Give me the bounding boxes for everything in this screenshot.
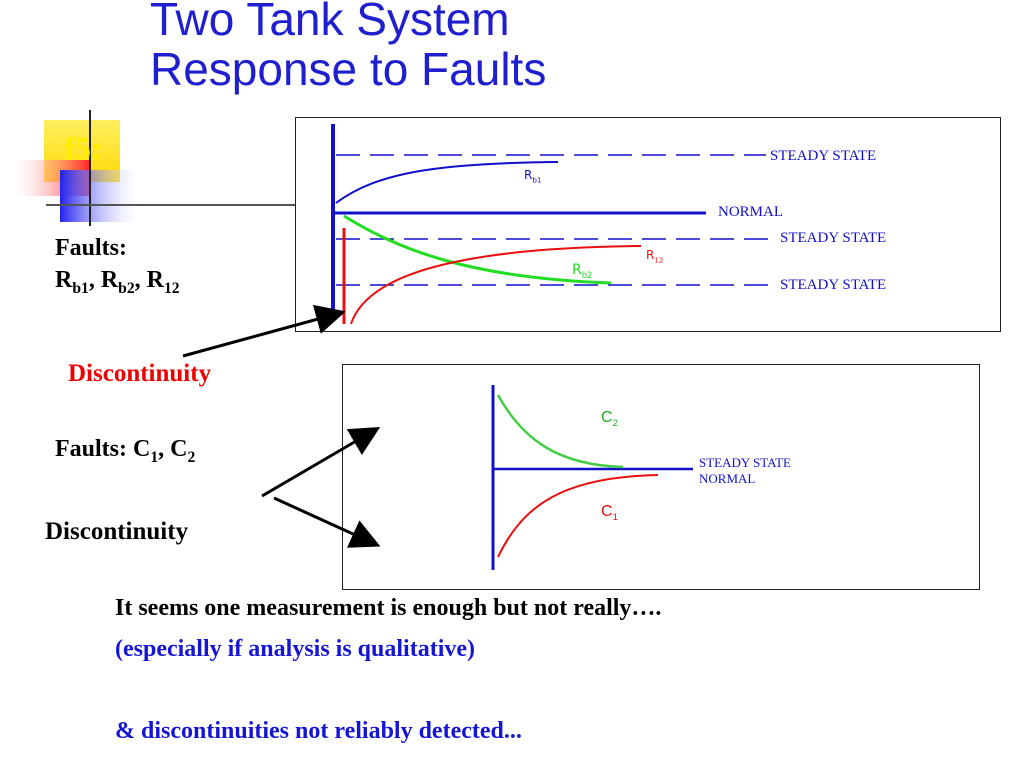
discontinuity-label-2: Discontinuity — [45, 518, 189, 545]
bottom-diagram-panel: C2 C1 STEADY STATE NORMAL — [342, 364, 980, 590]
curve-c2 — [496, 394, 624, 469]
deco-blue-square — [60, 170, 138, 222]
discontinuity-label-1: Discontinuity — [68, 360, 212, 387]
bottom-steady-state-label: STEADY STATE — [699, 455, 792, 470]
title-line-2: Response to Faults — [150, 43, 547, 95]
normal-label: NORMAL — [718, 204, 784, 220]
faults-heading: Faults: — [55, 235, 127, 261]
slide-title: Two Tank System Response to Faults — [150, 0, 546, 94]
curve-rb2 — [343, 214, 612, 285]
curve-r12 — [350, 245, 642, 325]
r12-label: R12 — [646, 248, 664, 265]
footer-line-1: It seems one measurement is enough but n… — [115, 595, 662, 621]
rb1-label: Rb1 — [524, 168, 542, 185]
faults-group-1: Faults: Rb1, Rb2, R12 — [55, 232, 180, 305]
curve-rb1 — [335, 161, 559, 204]
title-line-1: Two Tank System — [150, 0, 510, 45]
footer-line-2: (especially if analysis is qualitative) — [115, 636, 475, 662]
steady-state-label-mid: STEADY STATE — [780, 230, 887, 246]
c2-label: C2 — [601, 409, 618, 430]
rb2-label: Rb2 — [572, 262, 593, 280]
bottom-normal-label: NORMAL — [699, 471, 756, 486]
steady-state-label-low: STEADY STATE — [780, 277, 887, 293]
steady-state-label-top: STEADY STATE — [770, 148, 877, 164]
footer-line-3: & discontinuities not reliably detected.… — [115, 718, 522, 744]
slide-number: f5: — [64, 130, 102, 166]
c1-label: C1 — [601, 503, 618, 524]
bottom-response-plot — [491, 385, 693, 570]
faults-group-2: Faults: C1, C2 — [55, 436, 196, 466]
top-response-plot — [331, 124, 771, 325]
faults-list-r: Rb1, Rb2, R12 — [55, 267, 180, 297]
curve-c1 — [497, 474, 659, 558]
top-diagram-panel: Rb1 Rb2 R12 STEADY STATE NORMAL STEADY S… — [295, 117, 1001, 332]
